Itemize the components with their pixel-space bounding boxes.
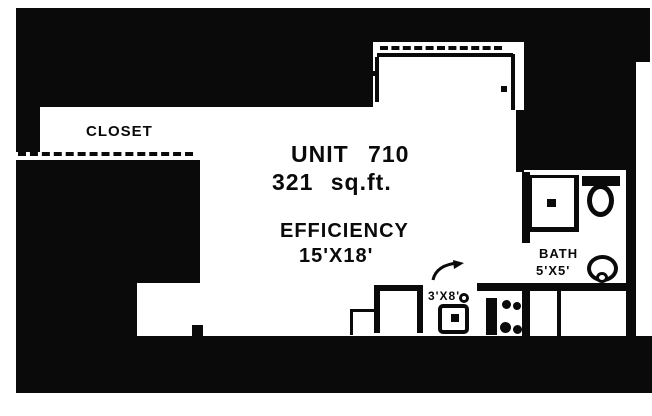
wall-above-entry-alcove <box>373 8 525 42</box>
shower-drain-dot <box>547 199 556 207</box>
wall-bath-right <box>626 170 636 336</box>
bath-label: BATH <box>539 246 579 261</box>
wall-left-of-closet <box>16 107 40 152</box>
bath-basin-drain <box>596 272 608 283</box>
wall-bath-left <box>522 172 530 243</box>
stove-left-edge <box>486 298 497 335</box>
entry-window-dash-line-2 <box>380 46 502 50</box>
room-type: EFFICIENCY <box>280 220 409 242</box>
stove-burner-1 <box>502 300 511 309</box>
wall-entry-notch-stub <box>192 325 203 336</box>
closet-dashed-wall <box>18 152 193 156</box>
entry-window-dash-line-1 <box>393 38 490 42</box>
closet-label: CLOSET <box>86 123 153 140</box>
stove-burner-4 <box>513 325 522 334</box>
stove-burner-3 <box>500 322 511 333</box>
bath-dims: 5'X5' <box>536 263 571 278</box>
counter-outline <box>350 309 376 335</box>
unit-area: 321 sq.ft. <box>272 169 392 195</box>
room-dims: 15'X18' <box>299 245 374 267</box>
unit-title: UNIT 710 <box>291 141 410 167</box>
entry-alcove-left-wall-line <box>375 57 379 102</box>
counter-divider-line <box>557 291 561 336</box>
stove-burner-2 <box>513 302 521 310</box>
wall-top-left-mass <box>16 8 373 107</box>
entry-alcove-left-tick <box>370 71 376 76</box>
toilet-tank <box>582 176 620 186</box>
kitchen-faucet-icon <box>459 293 469 303</box>
fridge-fixture <box>374 285 423 333</box>
kitchen-sink-drain <box>451 314 459 322</box>
entry-alcove-wall-speck <box>501 86 507 92</box>
wall-left-mass-lower <box>16 283 137 336</box>
wall-left-mass-upper <box>16 160 200 283</box>
toilet-bowl <box>587 184 614 217</box>
wall-kitchen-divider <box>522 291 530 336</box>
kitchen-dims: 3'X8' <box>428 289 461 303</box>
entry-alcove-right-wall-line <box>511 54 515 110</box>
wall-room-right <box>516 110 524 172</box>
wall-bottom-band <box>16 336 652 393</box>
wall-right-mass <box>524 8 636 170</box>
entry-threshold-line <box>377 53 513 57</box>
wall-kitchen-top-bar <box>477 283 626 291</box>
door-swing-icon <box>431 260 464 281</box>
